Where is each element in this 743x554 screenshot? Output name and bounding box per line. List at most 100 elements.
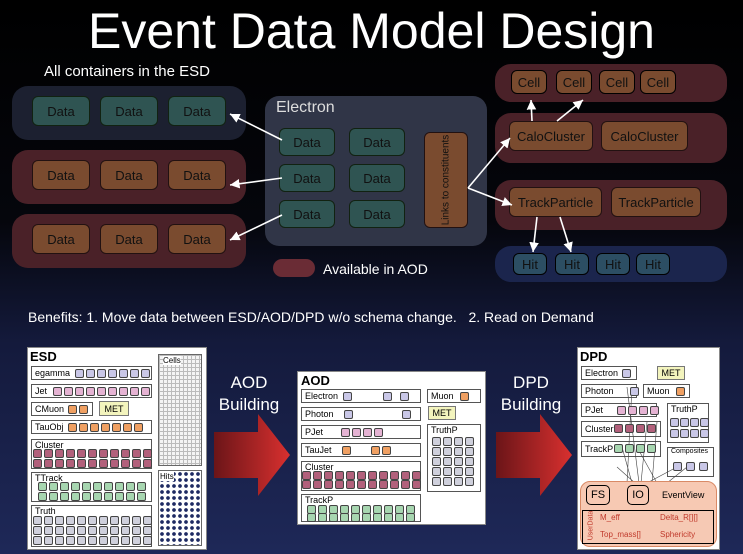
- object-square: [143, 526, 152, 535]
- esd-row-label: TTrack: [35, 473, 63, 483]
- links-to-constituents: Links to constituents: [424, 132, 468, 228]
- object-square: [395, 513, 404, 522]
- object-square: [647, 444, 656, 453]
- object-square: [647, 424, 656, 433]
- object-square: [79, 405, 88, 414]
- object-square: [110, 449, 119, 458]
- object-square: [44, 526, 53, 535]
- object-square: [676, 387, 685, 396]
- object-square: [465, 477, 474, 486]
- object-square: [384, 513, 393, 522]
- object-square: [99, 449, 108, 458]
- object-square: [406, 513, 415, 522]
- cell-box: Cell: [640, 70, 676, 94]
- cell-box: Cell: [511, 70, 547, 94]
- object-square: [650, 406, 659, 415]
- dpd-building-arrow: [496, 414, 572, 496]
- object-square: [88, 459, 97, 468]
- object-square: [79, 423, 88, 432]
- object-square: [690, 418, 699, 427]
- object-square: [302, 480, 311, 489]
- userdata-cell: Top_mass[]: [600, 530, 641, 539]
- object-square: [33, 459, 42, 468]
- data-box: Data: [349, 164, 405, 192]
- object-square: [443, 447, 452, 456]
- object-square: [119, 369, 128, 378]
- cell-box: Cell: [556, 70, 592, 94]
- object-square: [363, 428, 372, 437]
- object-square: [86, 387, 95, 396]
- object-square: [324, 480, 333, 489]
- hits-block: [158, 470, 202, 546]
- aod-row-label: Electron: [305, 391, 339, 401]
- object-square: [318, 513, 327, 522]
- object-square: [99, 536, 108, 545]
- object-square: [346, 471, 355, 480]
- object-square: [121, 459, 130, 468]
- object-square: [66, 526, 75, 535]
- object-square: [49, 492, 58, 501]
- data-box: Data: [100, 160, 158, 190]
- object-square: [143, 459, 152, 468]
- object-square: [341, 428, 350, 437]
- fs-box: FS: [586, 485, 610, 505]
- object-square: [115, 482, 124, 491]
- object-square: [690, 429, 699, 438]
- object-square: [628, 406, 637, 415]
- object-square: [108, 387, 117, 396]
- aod-row-label: TrackP: [305, 495, 334, 505]
- benefits-text: Benefits: 1. Move data between ESD/AOD/D…: [28, 309, 594, 325]
- object-square: [132, 459, 141, 468]
- object-square: [68, 423, 77, 432]
- object-square: [390, 480, 399, 489]
- calocluster-box: CaloCluster: [601, 121, 688, 151]
- object-square: [307, 513, 316, 522]
- userdata-cell: M_eff: [600, 513, 620, 522]
- data-box: Data: [168, 224, 226, 254]
- esd-row-label: Truth: [35, 506, 56, 516]
- object-square: [699, 462, 708, 471]
- aod-truthp-label: TruthP: [431, 425, 458, 435]
- object-square: [55, 526, 64, 535]
- object-square: [86, 369, 95, 378]
- object-square: [340, 513, 349, 522]
- object-square: [465, 467, 474, 476]
- aod-muon-label: Muon: [431, 391, 454, 401]
- object-square: [55, 516, 64, 525]
- object-square: [357, 480, 366, 489]
- object-square: [636, 444, 645, 453]
- object-square: [64, 387, 73, 396]
- object-square: [49, 482, 58, 491]
- object-square: [44, 449, 53, 458]
- object-square: [66, 449, 75, 458]
- object-square: [324, 471, 333, 480]
- object-square: [33, 449, 42, 458]
- data-box: Data: [279, 200, 335, 228]
- esd-title: ESD: [30, 349, 57, 364]
- data-box: Data: [100, 96, 158, 126]
- object-square: [335, 480, 344, 489]
- object-square: [88, 449, 97, 458]
- object-square: [454, 447, 463, 456]
- object-square: [346, 480, 355, 489]
- aod-muon-row: Muon: [427, 389, 481, 403]
- object-square: [686, 462, 695, 471]
- page-title: Event Data Model Design: [88, 3, 655, 59]
- aod-row-label: TauJet: [305, 445, 332, 455]
- object-square: [88, 526, 97, 535]
- object-square: [614, 444, 623, 453]
- data-box: Data: [32, 224, 90, 254]
- dpd-muon-label: Muon: [647, 386, 670, 396]
- object-square: [108, 369, 117, 378]
- object-square: [71, 492, 80, 501]
- object-square: [454, 457, 463, 466]
- object-square: [368, 480, 377, 489]
- dpd-row-label: TrackP: [585, 444, 614, 454]
- object-square: [104, 482, 113, 491]
- data-box: Data: [349, 128, 405, 156]
- data-box: Data: [349, 200, 405, 228]
- cells-block: [158, 354, 202, 466]
- trackparticle-box: TrackParticle: [509, 187, 602, 217]
- userdata-cell: Sphericity: [660, 530, 696, 539]
- object-square: [126, 482, 135, 491]
